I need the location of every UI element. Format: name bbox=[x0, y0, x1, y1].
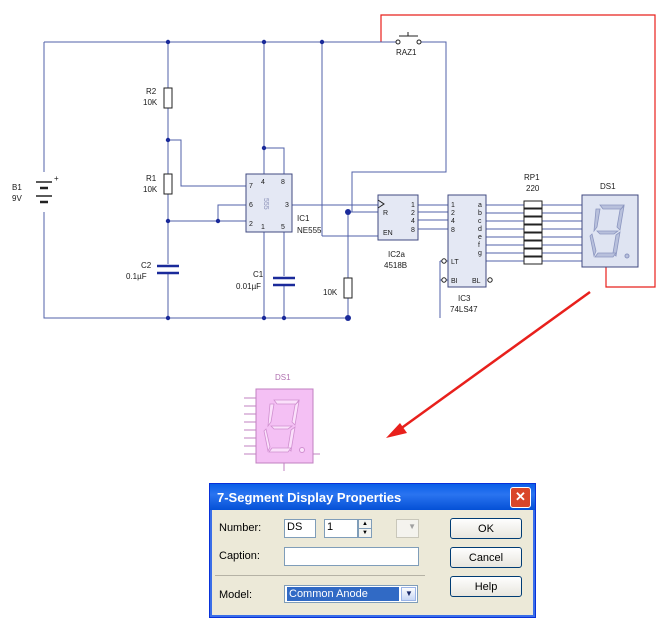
help-button[interactable]: Help bbox=[450, 576, 522, 597]
close-icon: ✕ bbox=[515, 489, 526, 504]
ic1-pin-6: 6 bbox=[249, 202, 253, 209]
preview-ds1: DS1 bbox=[244, 373, 320, 471]
resistor-pulldown: 10K bbox=[323, 277, 353, 299]
ic3-pin-bi: BI bbox=[451, 278, 458, 285]
ic3-value: 74LS47 bbox=[450, 305, 478, 314]
close-button[interactable]: ✕ bbox=[510, 487, 531, 508]
c1-value: 0.01µF bbox=[236, 282, 261, 291]
reset-wire bbox=[380, 14, 656, 288]
spin-down-icon[interactable]: ▼ bbox=[362, 530, 368, 536]
c2-ref: C2 bbox=[141, 261, 152, 270]
ic1-pin-8: 8 bbox=[281, 179, 285, 186]
junction-dots bbox=[165, 39, 351, 321]
ds1-ref: DS1 bbox=[600, 182, 616, 191]
ic3-pin-b: b bbox=[478, 210, 482, 217]
switch-label: RAZ1 bbox=[396, 48, 417, 57]
r2-value: 10K bbox=[143, 98, 158, 107]
ic3-pin-bl: BL bbox=[472, 278, 481, 285]
ic1-body-text: 555 bbox=[262, 198, 269, 210]
resistor-r2: R2 10K bbox=[143, 87, 173, 109]
number-label: Number: bbox=[219, 522, 262, 534]
ic1-pin-4: 4 bbox=[261, 179, 265, 186]
r1-ref: R1 bbox=[146, 174, 157, 183]
model-value: Common Anode bbox=[287, 587, 399, 601]
ic2-pin-1: 1 bbox=[411, 202, 415, 209]
dialog-title: 7-Segment Display Properties bbox=[217, 490, 402, 505]
number-prefix-input[interactable]: DS bbox=[284, 519, 316, 538]
wires bbox=[43, 41, 447, 319]
ic2-pin-en: EN bbox=[383, 230, 393, 237]
number-format-dropdown[interactable]: ▼ bbox=[396, 519, 419, 538]
ok-button[interactable]: OK bbox=[450, 518, 522, 539]
r1-value: 10K bbox=[143, 185, 158, 194]
ic2-value: 4518B bbox=[384, 261, 407, 270]
ic1-ref: IC1 bbox=[297, 214, 310, 223]
ic3-pin-lt: LT bbox=[451, 259, 459, 266]
ic3-pin-e: e bbox=[478, 234, 482, 241]
number-spinner[interactable]: ▲ ▼ bbox=[358, 519, 372, 538]
switch-raz1: RAZ1 bbox=[395, 32, 422, 57]
r2-ref: R2 bbox=[146, 87, 157, 96]
resistor-pack-rp1: RP1 220 bbox=[523, 173, 543, 265]
display-ds1: DS1 bbox=[581, 182, 639, 268]
number-value-input[interactable]: 1 bbox=[324, 519, 358, 538]
caption-label: Caption: bbox=[219, 550, 260, 562]
battery-value: 9V bbox=[12, 194, 22, 203]
ic3-pin-2: 2 bbox=[451, 210, 455, 217]
ic3-pin-c: c bbox=[478, 218, 482, 225]
ic2a-4518b: R EN 1 2 4 8 IC2a 4518B bbox=[377, 194, 419, 270]
ic3-ref: IC3 bbox=[458, 294, 471, 303]
ic1-pin-1: 1 bbox=[261, 224, 265, 231]
ic2-pin-r: R bbox=[383, 210, 388, 217]
annotation-arrow bbox=[386, 290, 591, 438]
chevron-down-icon: ▼ bbox=[405, 589, 413, 598]
battery-plus: + bbox=[54, 174, 59, 183]
ic2-pin-8: 8 bbox=[411, 227, 415, 234]
rp1-value: 220 bbox=[526, 184, 540, 193]
resistor-r1: R1 10K bbox=[143, 173, 173, 195]
ic1-pin-5: 5 bbox=[281, 224, 285, 231]
ic2-ref: IC2a bbox=[388, 250, 405, 259]
battery-ref: B1 bbox=[12, 183, 22, 192]
ic3-pin-1: 1 bbox=[451, 202, 455, 209]
ic3-pin-4: 4 bbox=[451, 218, 455, 225]
chevron-down-icon: ▼ bbox=[408, 522, 416, 531]
pulldown-value: 10K bbox=[323, 288, 338, 297]
ic3-pin-f: f bbox=[478, 242, 480, 249]
capacitor-c1: C1 0.01µF bbox=[236, 270, 296, 291]
model-label: Model: bbox=[219, 589, 253, 601]
ic1-pin-3: 3 bbox=[285, 202, 289, 209]
ic2-pin-4: 4 bbox=[411, 218, 415, 225]
c1-ref: C1 bbox=[253, 270, 264, 279]
model-select[interactable]: Common Anode ▼ bbox=[284, 585, 418, 603]
spin-up-icon[interactable]: ▲ bbox=[359, 520, 371, 529]
model-dropdown-button[interactable]: ▼ bbox=[401, 587, 416, 601]
ic1-pin-2: 2 bbox=[249, 221, 253, 228]
ic3-pin-a: a bbox=[478, 202, 482, 209]
ic1-pin-7: 7 bbox=[249, 183, 253, 190]
ic1-value: NE555 bbox=[297, 226, 322, 235]
ic2-pin-2: 2 bbox=[411, 210, 415, 217]
ic3-pin-d: d bbox=[478, 226, 482, 233]
preview-label: DS1 bbox=[275, 373, 291, 382]
cancel-button[interactable]: Cancel bbox=[450, 547, 522, 568]
divider bbox=[215, 575, 425, 576]
ic3-74ls47: 1 2 4 8 LT BI a b c d e f g BL IC3 74LS4… bbox=[441, 194, 493, 314]
c2-value: 0.1µF bbox=[126, 272, 147, 281]
capacitor-c2: C2 0.1µF bbox=[126, 261, 180, 281]
ic3-pin-8: 8 bbox=[451, 227, 455, 234]
ic3-pin-g: g bbox=[478, 250, 482, 257]
battery-b1: + B1 9V bbox=[12, 172, 59, 212]
ic1-555: 7 4 8 6 3 2 1 5 555 IC1 NE555 bbox=[245, 173, 322, 235]
rp1-ref: RP1 bbox=[524, 173, 540, 182]
caption-input[interactable] bbox=[284, 547, 419, 566]
dialog-titlebar[interactable]: 7-Segment Display Properties ✕ bbox=[210, 484, 535, 510]
